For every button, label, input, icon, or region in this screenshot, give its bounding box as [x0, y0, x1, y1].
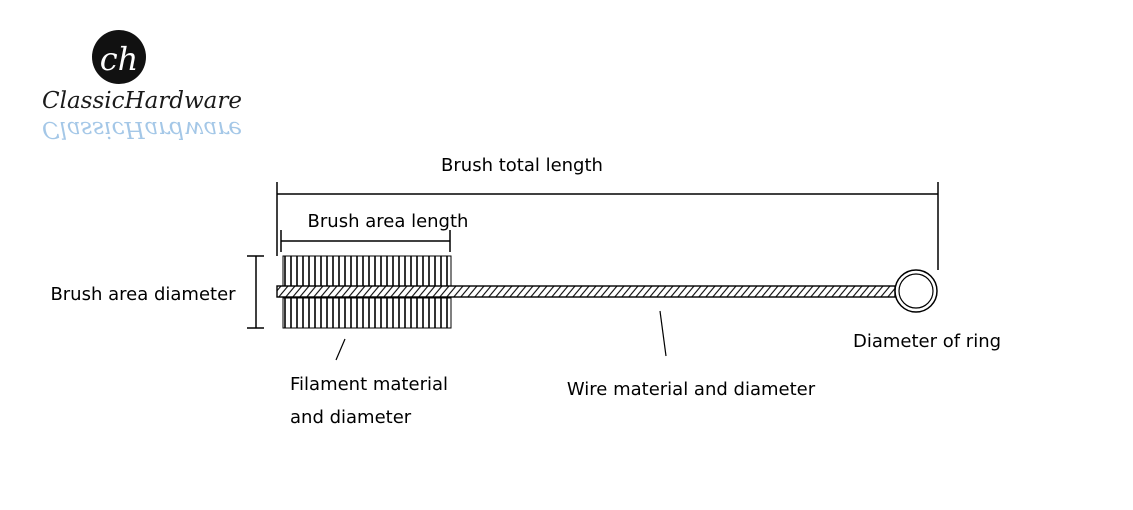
- wire-label: Wire material and diameter: [567, 379, 816, 400]
- ring-inner: [898, 273, 934, 309]
- filament-label-line2: and diameter: [290, 407, 412, 428]
- total-length-label: Brush total length: [441, 155, 603, 176]
- wire-leader: [659, 310, 667, 357]
- logo-wordmark: ClassicHardware: [42, 88, 242, 114]
- logo-monogram: ch: [100, 40, 139, 78]
- total-length-dimension: Brush total length: [276, 155, 939, 270]
- area-length-dimension: Brush area length: [280, 211, 469, 252]
- twisted-wire-stem: [276, 285, 896, 298]
- wire-stem: [276, 285, 896, 298]
- bristles-upper: [282, 255, 452, 287]
- area-length-label: Brush area length: [308, 211, 469, 232]
- filament-callout: Filament material and diameter: [290, 338, 448, 428]
- filament-leader: [335, 338, 346, 361]
- bristles-lower: [282, 297, 452, 329]
- filament-label-line1: Filament material: [290, 374, 448, 395]
- logo-reflection: ClassicHardware: [42, 116, 242, 142]
- ring-diameter-label: Diameter of ring: [853, 331, 1001, 352]
- end-ring: Diameter of ring: [853, 269, 1001, 352]
- brush-head: [282, 255, 452, 329]
- logo-monogram-circle: [92, 30, 146, 84]
- area-diameter-dimension: Brush area diameter: [50, 255, 264, 329]
- logo-wordmark-reflection: ClassicHardware: [42, 116, 242, 142]
- area-diameter-label: Brush area diameter: [50, 284, 236, 305]
- wire-callout: Wire material and diameter: [567, 310, 816, 400]
- classic-hardware-logo: ch ClassicHardware ClassicHardware: [42, 30, 242, 142]
